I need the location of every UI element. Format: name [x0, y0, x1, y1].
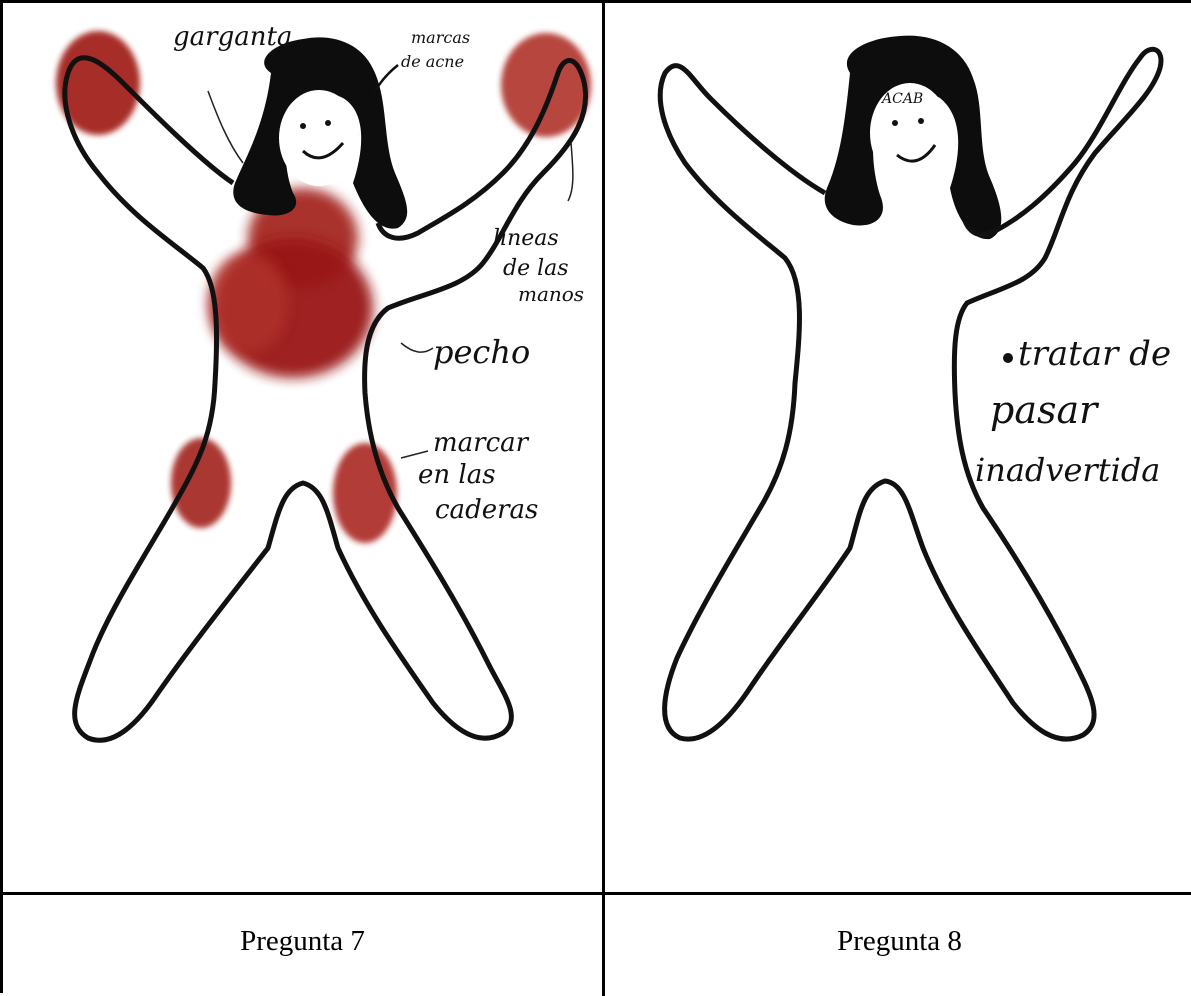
mark-right-hand — [501, 33, 591, 137]
label-hands-2: de las — [503, 256, 569, 281]
caption-pregunta-8: Pregunta 8 — [605, 925, 1191, 958]
eye-left-l — [300, 123, 306, 129]
label-hands-1: lineas — [493, 226, 559, 251]
forehead-label: ACAB — [880, 91, 923, 107]
drawing-cell-right: ACAB tratar de pasar inadvertida — [605, 3, 1191, 895]
body-drawing-right: ACAB tratar de pasar inadvertida — [605, 3, 1191, 892]
label-hips-3: caderas — [435, 495, 538, 525]
caption-cell-left: Pregunta 7 — [3, 895, 605, 996]
note-line-3: inadvertida — [975, 451, 1160, 489]
label-hips-2: en las — [418, 460, 496, 490]
arrow-hips — [401, 451, 428, 458]
label-acne-2: de acne — [401, 52, 464, 71]
drawing-cell-left: garganta marcas de acne lineas de las ma… — [3, 3, 605, 895]
face-left — [279, 90, 359, 186]
note-line-2: pasar — [990, 388, 1100, 432]
arrow-acne — [375, 65, 398, 91]
body-drawing-left: garganta marcas de acne lineas de las ma… — [3, 3, 603, 892]
eye-left-r — [892, 120, 898, 126]
label-hands-3: manos — [518, 282, 584, 306]
arrow-hands — [568, 143, 573, 201]
caption-pregunta-7: Pregunta 7 — [3, 925, 602, 958]
label-chest: pecho — [433, 333, 530, 371]
bullet-dot — [1003, 353, 1013, 363]
label-hips-1: marcar — [433, 428, 530, 458]
label-garganta: garganta — [173, 22, 292, 52]
note-line-1: tratar de — [1018, 334, 1171, 374]
caption-cell-right: Pregunta 8 — [605, 895, 1191, 996]
arrow-garganta — [208, 91, 243, 163]
label-acne-1: marcas — [411, 28, 470, 47]
mark-chest-left — [208, 253, 288, 353]
eye-right-r — [918, 118, 924, 124]
eye-right-l — [325, 120, 331, 126]
arrow-chest — [401, 343, 433, 352]
